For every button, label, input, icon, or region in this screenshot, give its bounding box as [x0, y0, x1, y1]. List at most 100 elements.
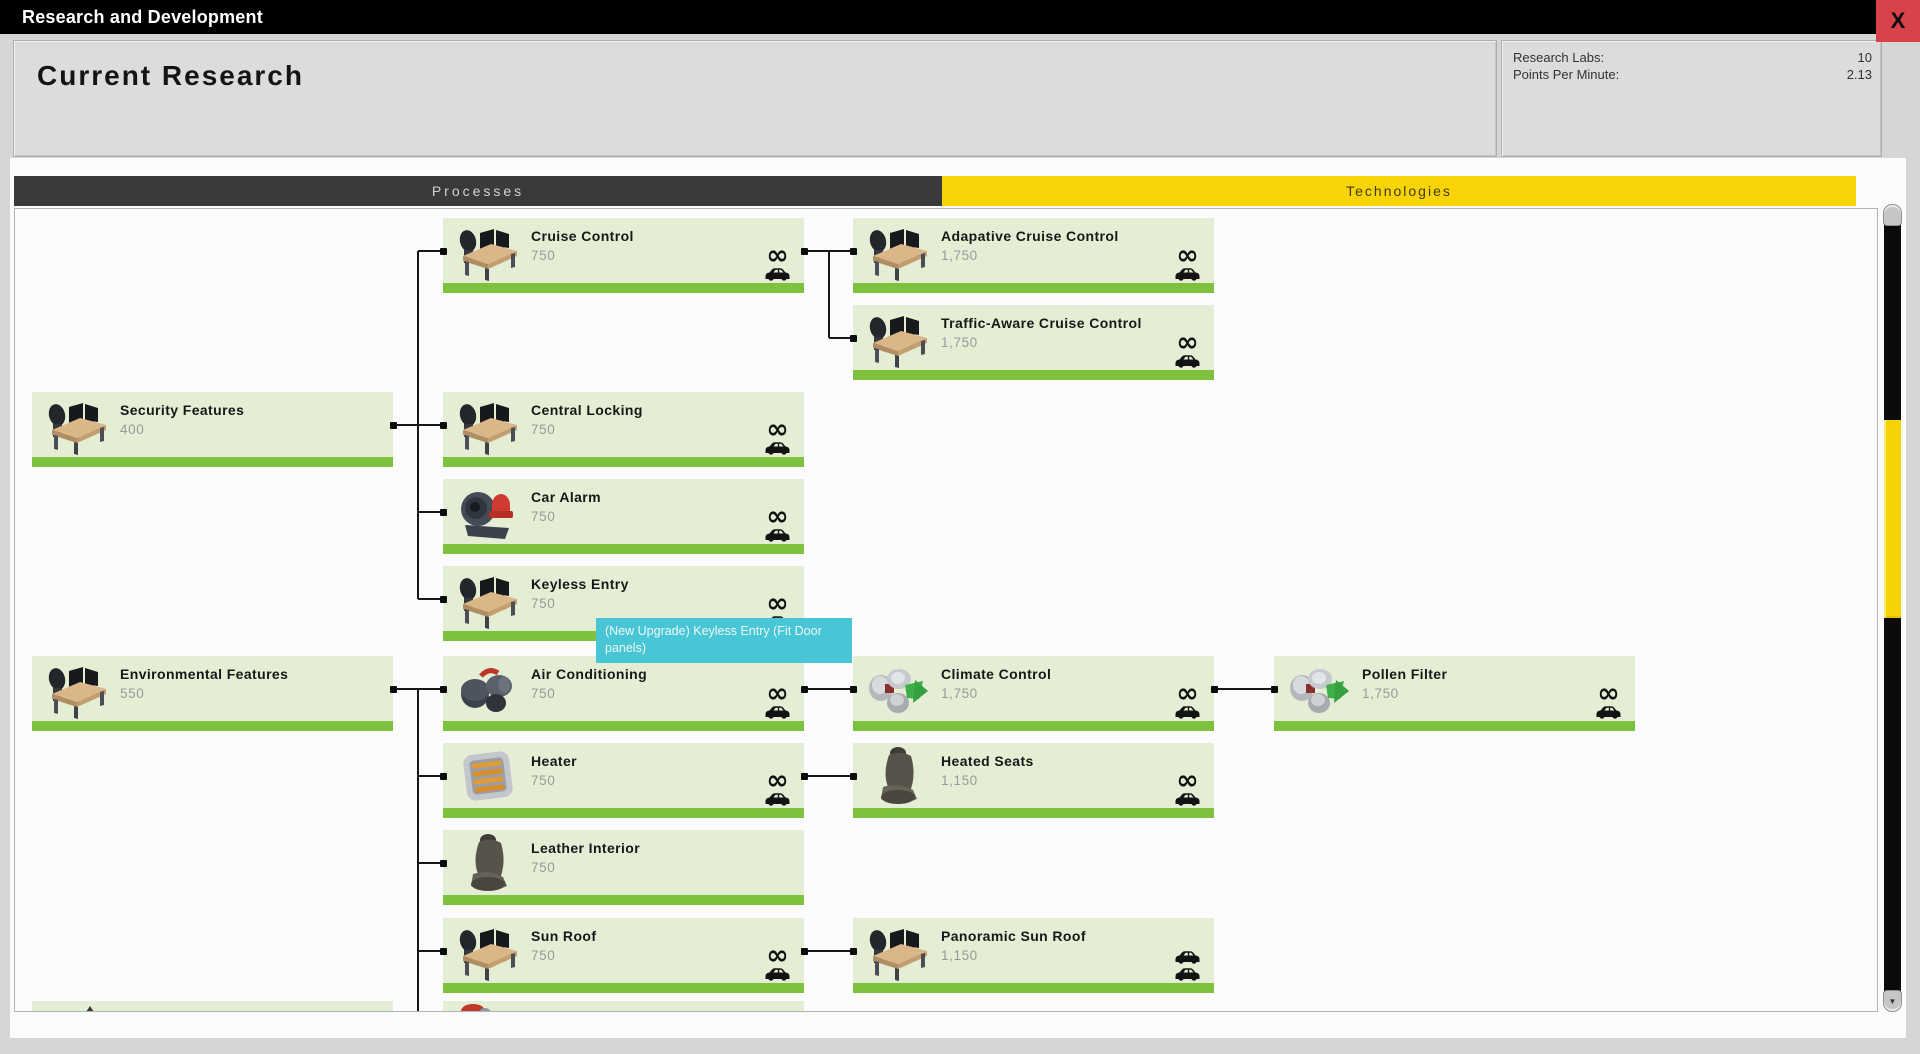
connector-dot	[440, 948, 447, 955]
connector-dot	[801, 948, 808, 955]
node-cost: 1,150	[941, 948, 978, 963]
connector-dot	[440, 686, 447, 693]
research-labs-value: 10	[1857, 50, 1872, 65]
tree-connector	[418, 250, 443, 252]
connector-dot	[850, 335, 857, 342]
window-title: Research and Development	[22, 7, 263, 27]
progress-bar	[853, 983, 1214, 993]
node-badges: ∞	[1174, 327, 1201, 368]
partial-red-icon	[455, 1003, 521, 1011]
points-per-minute-label: Points Per Minute:	[1513, 67, 1620, 82]
progress-bar	[853, 721, 1214, 731]
car-icon	[764, 704, 791, 719]
research-node-partial-mid[interactable]	[443, 1001, 804, 1011]
car-icon	[764, 266, 791, 281]
research-node-panoramic-sun-roof[interactable]: Panoramic Sun Roof 1,150	[853, 918, 1214, 993]
progress-bar	[1274, 721, 1635, 731]
node-title: Heated Seats	[941, 753, 1034, 769]
infinity-icon: ∞	[1176, 765, 1199, 796]
tree-connector	[829, 250, 853, 252]
progress-bar	[853, 370, 1214, 380]
climate-compressor-icon	[865, 658, 931, 720]
tab-technologies[interactable]: Technologies	[942, 176, 1856, 206]
progress-bar	[443, 544, 804, 554]
climate-compressor-icon	[1286, 658, 1352, 720]
node-cost: 1,750	[941, 335, 978, 350]
infinity-icon: ∞	[766, 765, 789, 796]
node-cost: 550	[120, 686, 145, 701]
progress-bar	[443, 283, 804, 293]
node-badges: ∞	[764, 765, 791, 806]
progress-bar	[853, 283, 1214, 293]
research-node-partial-left[interactable]	[32, 1001, 393, 1011]
node-title: Car Alarm	[531, 489, 601, 505]
tree-connector	[417, 689, 419, 1011]
node-badges: ∞	[764, 680, 791, 719]
tree-connector	[393, 424, 418, 426]
scrollbar-down-button[interactable]: ▼	[1883, 990, 1902, 1012]
research-desk-icon	[44, 658, 110, 720]
car-icon	[1174, 966, 1201, 981]
car-icon	[1174, 353, 1201, 368]
scrollbar-thumb[interactable]	[1884, 420, 1901, 618]
connector-dot	[390, 422, 397, 429]
stat-row-points-per-minute: Points Per Minute: 2.13	[1513, 66, 1872, 83]
scroll-down-icon: ▼	[1888, 996, 1897, 1006]
tree-connector	[418, 775, 443, 777]
infinity-icon: ∞	[1176, 327, 1199, 358]
connector-dot	[850, 248, 857, 255]
page-title: Current Research	[37, 60, 304, 91]
progress-bar	[443, 721, 804, 731]
upgrade-tooltip: (New Upgrade) Keyless Entry (Fit Door pa…	[596, 618, 852, 663]
ac-compressor-icon	[455, 658, 521, 720]
tree-connector	[829, 337, 853, 339]
connector-dot	[1271, 686, 1278, 693]
connector-dot	[440, 773, 447, 780]
tree-connector	[393, 688, 418, 690]
connector-dot	[440, 596, 447, 603]
node-title: Adapative Cruise Control	[941, 228, 1119, 244]
node-badges: ∞	[764, 242, 791, 281]
node-title: Panoramic Sun Roof	[941, 928, 1086, 944]
research-labs-label: Research Labs:	[1513, 50, 1605, 65]
node-badges: ∞	[1174, 242, 1201, 281]
tree-connector	[829, 775, 853, 777]
tab-processes[interactable]: Processes	[14, 176, 942, 206]
tree-connector	[829, 950, 853, 952]
title-bar: Research and Development	[0, 0, 1920, 34]
tree-connector	[804, 775, 829, 777]
connector-dot	[850, 948, 857, 955]
progress-bar	[853, 808, 1214, 818]
tree-connector	[804, 688, 829, 690]
connector-dot	[390, 686, 397, 693]
node-title: Environmental Features	[120, 666, 289, 682]
scrollbar-up-button[interactable]	[1883, 204, 1902, 226]
research-node-environmental-features[interactable]: Environmental Features 550	[32, 656, 393, 731]
node-title: Heater	[531, 753, 577, 769]
node-badges: ∞	[764, 416, 791, 455]
car-icon	[1174, 791, 1201, 806]
tree-connector	[804, 950, 829, 952]
node-title: Central Locking	[531, 402, 643, 418]
node-cost: 750	[531, 596, 556, 611]
node-cost: 750	[531, 860, 556, 875]
node-title: Cruise Control	[531, 228, 634, 244]
close-button[interactable]: X	[1876, 0, 1920, 42]
tree-connector	[804, 250, 829, 252]
progress-bar	[443, 983, 804, 993]
car-icon	[1174, 266, 1201, 281]
